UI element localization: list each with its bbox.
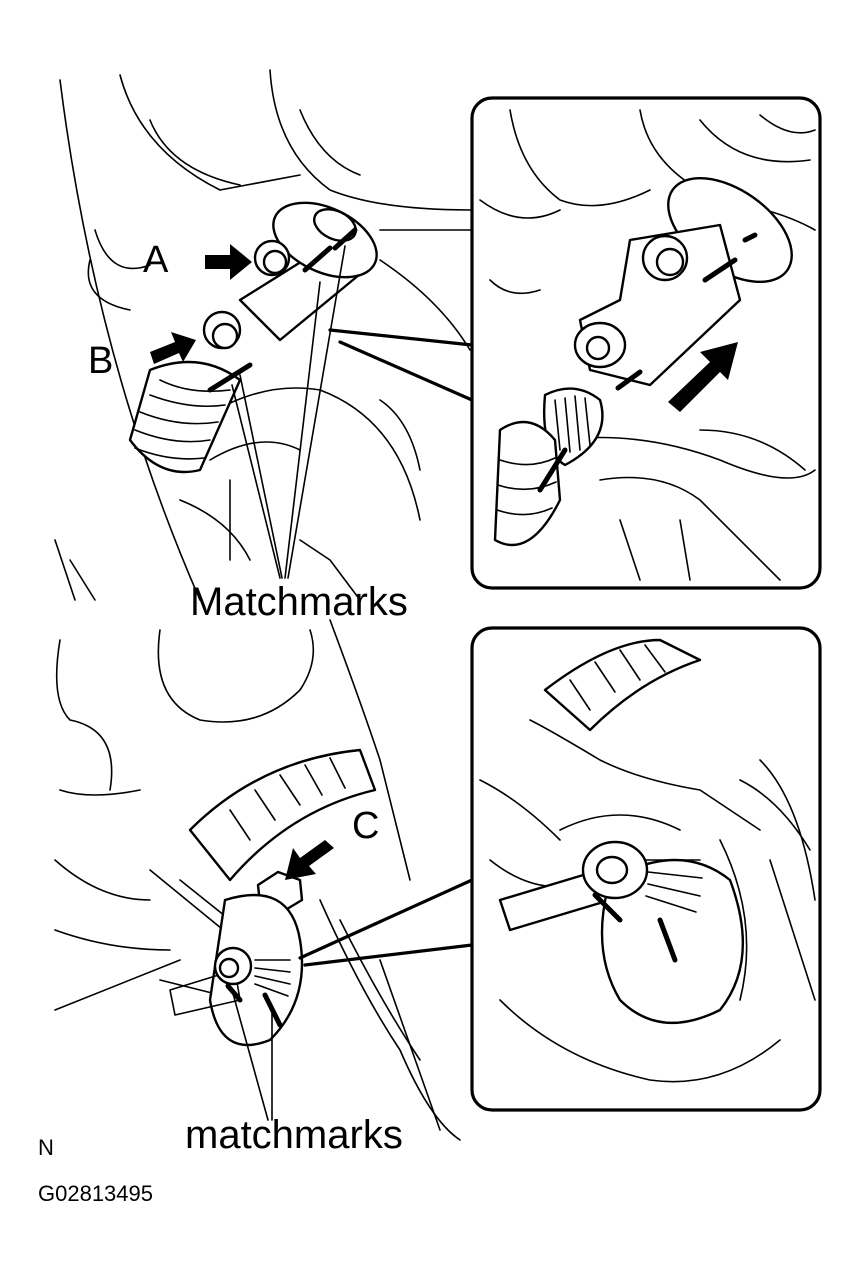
upper-main-view [54, 69, 474, 601]
arrow-icon [285, 840, 334, 880]
label-b: B [88, 340, 113, 382]
up-right-arrow-icon [668, 342, 738, 412]
lower-main-view [54, 619, 474, 1141]
matchmarks-label-upper: Matchmarks [190, 580, 408, 624]
bolt-a-head [253, 239, 291, 277]
lower-detail-box [470, 626, 822, 1112]
arrow-icon [205, 244, 252, 280]
matchmarks-label-lower: matchmarks [185, 1113, 403, 1157]
figure-code: G02813495 [38, 1181, 153, 1206]
corner-letter: N [38, 1135, 54, 1160]
arrow-icon [150, 332, 196, 364]
bolt-b-head [202, 310, 242, 350]
upper-detail-box [470, 96, 822, 590]
label-a: A [143, 239, 169, 281]
label-c: C [352, 805, 379, 847]
steering-shaft-bellows [128, 360, 242, 474]
